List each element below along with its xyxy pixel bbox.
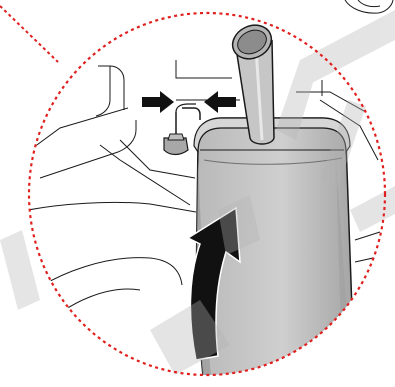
callout-leader-line bbox=[0, 6, 58, 62]
compress-arrows-icon bbox=[142, 91, 236, 113]
adjacent-drawing-fragment bbox=[345, 0, 393, 13]
